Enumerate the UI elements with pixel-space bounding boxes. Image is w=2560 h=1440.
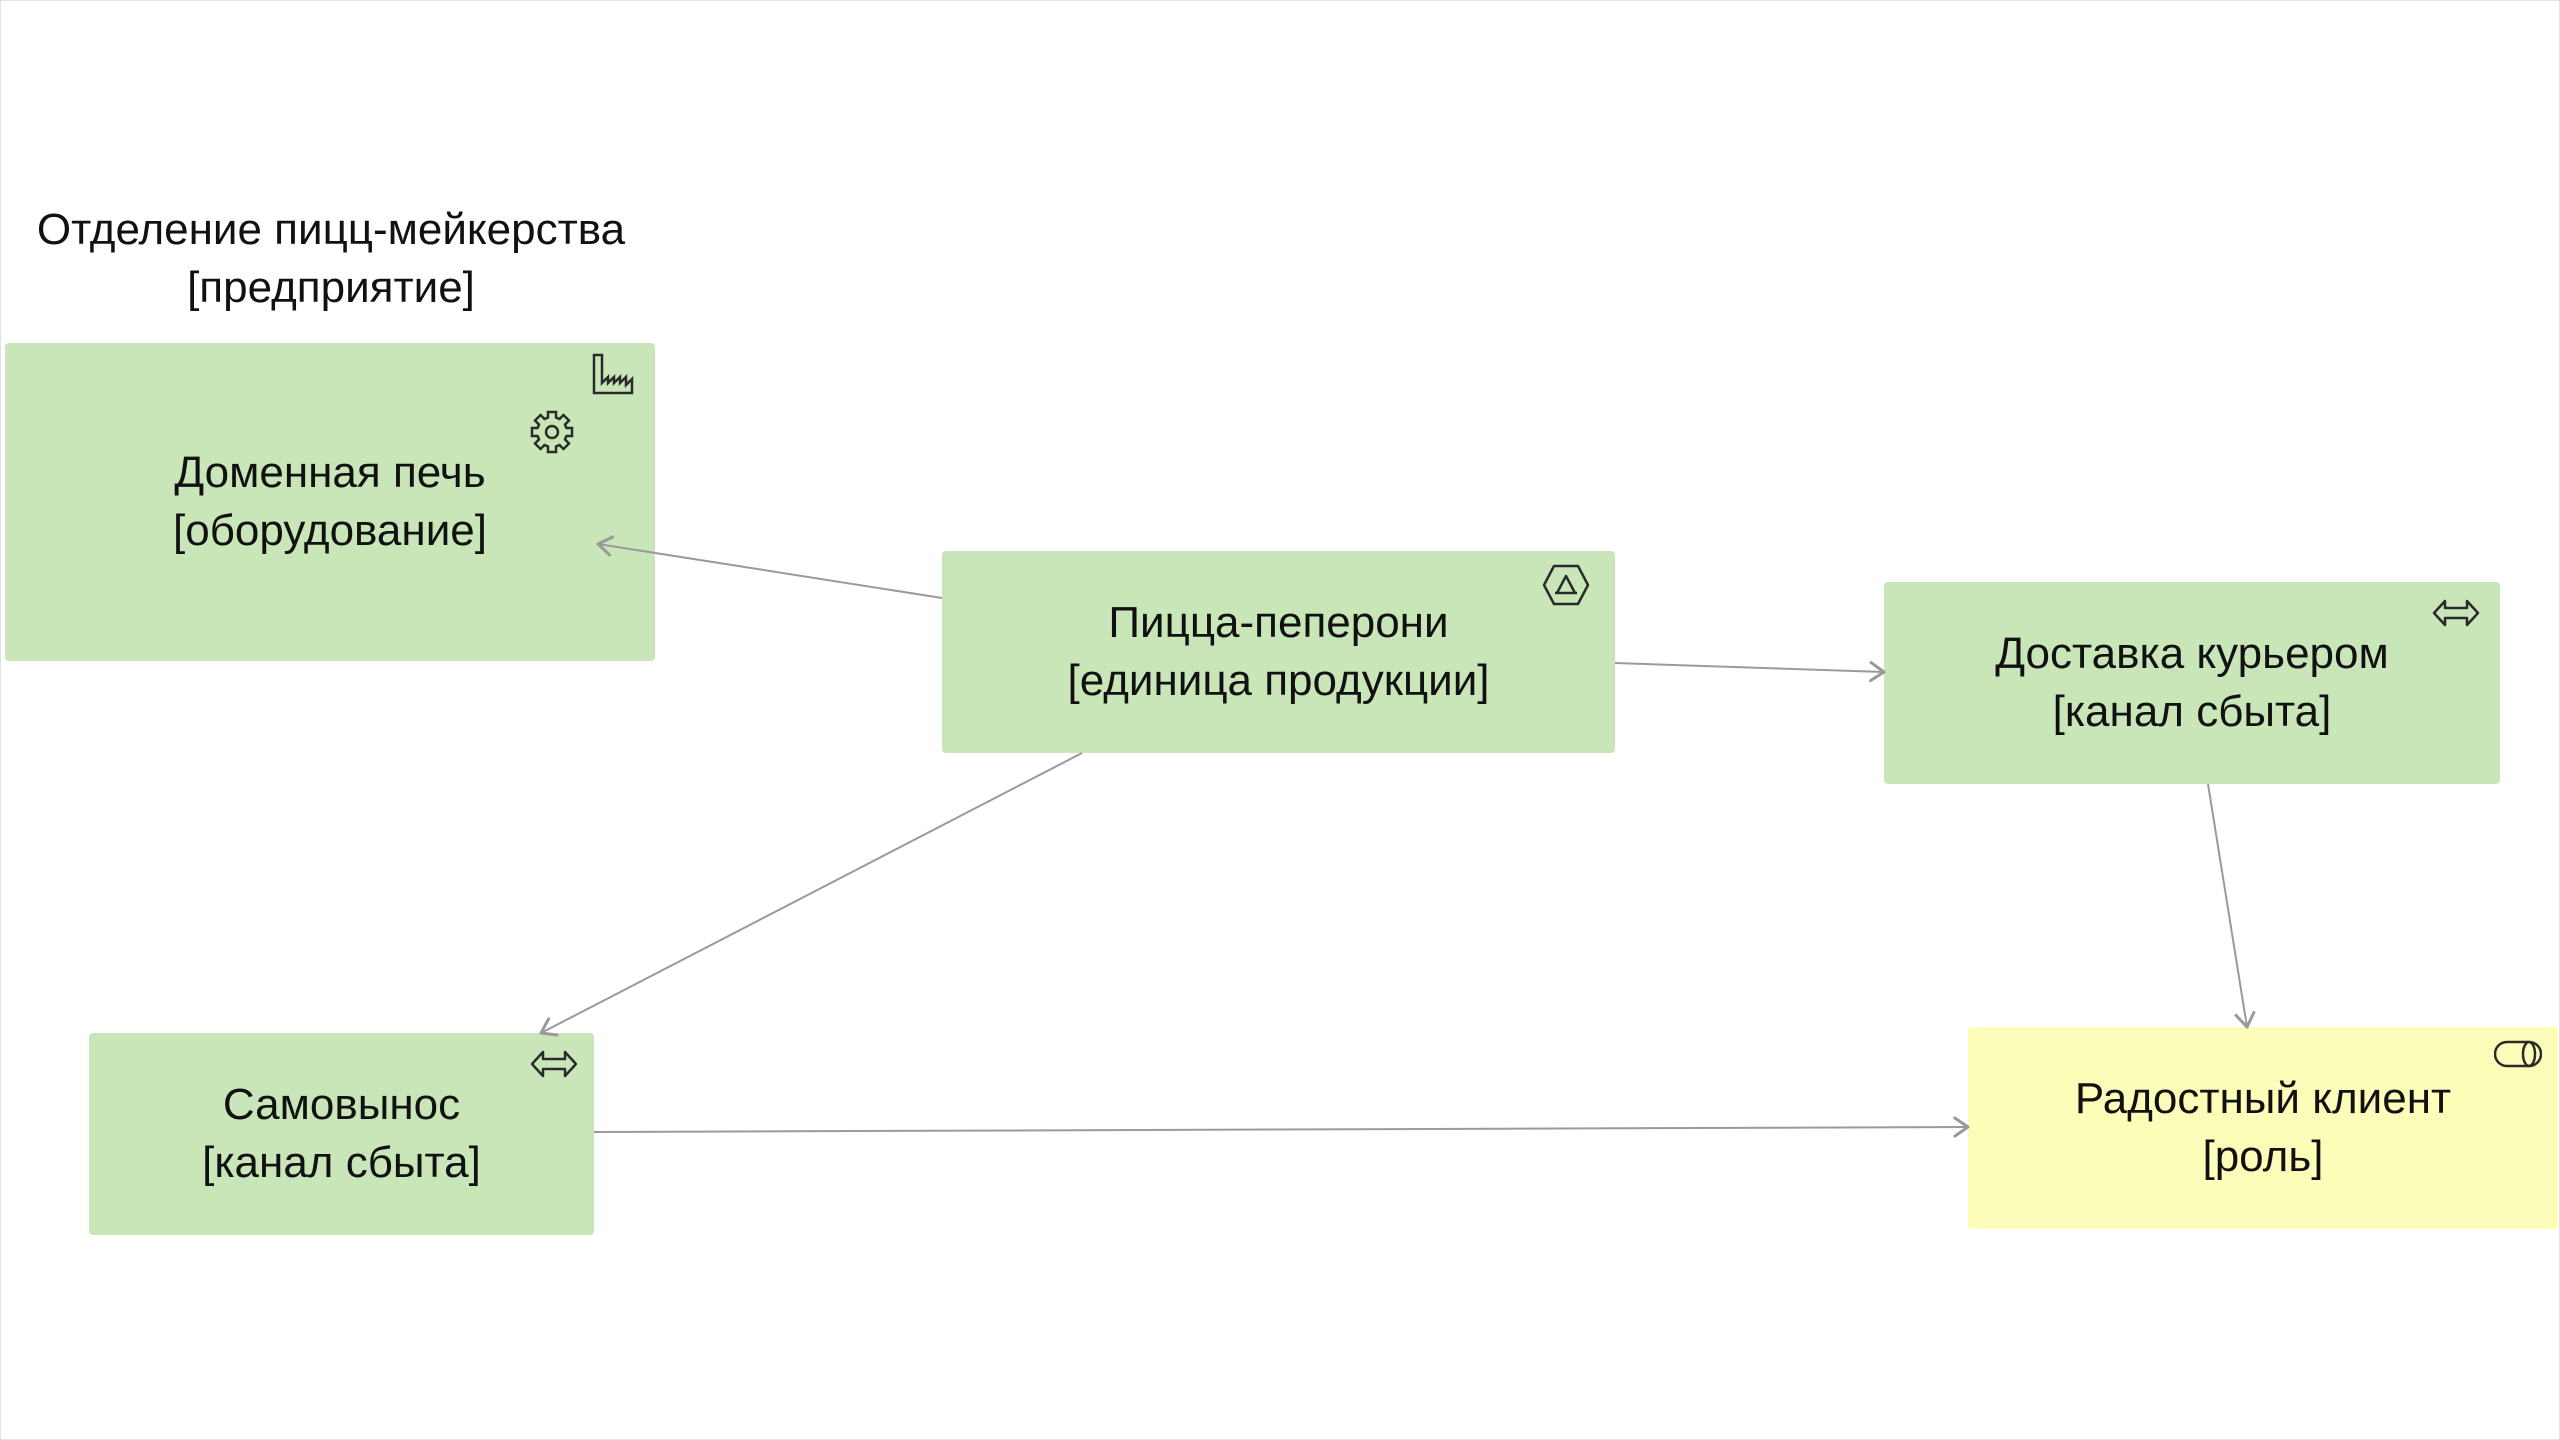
- node-client[interactable]: Радостный клиент [роль]: [1968, 1027, 2558, 1229]
- node-client-name: Радостный клиент: [2074, 1074, 2452, 1123]
- arrowhead: [2234, 1011, 2256, 1029]
- node-pickup[interactable]: Самовынос [канал сбыта]: [89, 1033, 594, 1235]
- node-client-type: [роль]: [2202, 1132, 2324, 1181]
- node-pickup-type: [канал сбыта]: [202, 1138, 481, 1187]
- double-arrow-icon: [2432, 596, 2480, 630]
- arrowhead: [1953, 1116, 1970, 1138]
- node-pizza-name: Пицца-пеперони: [1108, 598, 1449, 647]
- edge-courier-to-client[interactable]: [2207, 783, 2256, 1029]
- gear-icon: [529, 409, 575, 455]
- node-pizza[interactable]: Пицца-пеперони [единица продукции]: [942, 551, 1615, 753]
- node-courier-type: [канал сбыта]: [2052, 687, 2332, 736]
- node-pizza-type: [единица продукции]: [1067, 656, 1490, 705]
- enterprise-type: [предприятие]: [187, 263, 475, 312]
- edge-pizza-to-courier[interactable]: [1614, 661, 1886, 683]
- node-pickup-name: Самовынос: [222, 1080, 461, 1129]
- enterprise-name: Отделение пицц-мейкерства: [36, 205, 626, 254]
- role-icon: [2494, 1039, 2542, 1069]
- edge-pickup-to-client[interactable]: [593, 1116, 1970, 1138]
- double-arrow-icon: [530, 1047, 578, 1081]
- product-icon: [1541, 563, 1591, 607]
- enterprise-label[interactable]: Отделение пицц-мейкерства [предприятие]: [21, 201, 641, 317]
- edge-pizza-to-pickup[interactable]: [539, 752, 1083, 1037]
- arrowhead: [1868, 661, 1886, 683]
- node-furnace-type: [оборудование]: [173, 506, 487, 555]
- node-furnace[interactable]: Доменная печь [оборудование]: [5, 343, 655, 661]
- node-furnace-name: Доменная печь: [174, 448, 486, 497]
- node-courier-name: Доставка курьером: [1995, 629, 2389, 678]
- node-courier[interactable]: Доставка курьером [канал сбыта]: [1884, 582, 2500, 784]
- factory-icon: [591, 353, 635, 397]
